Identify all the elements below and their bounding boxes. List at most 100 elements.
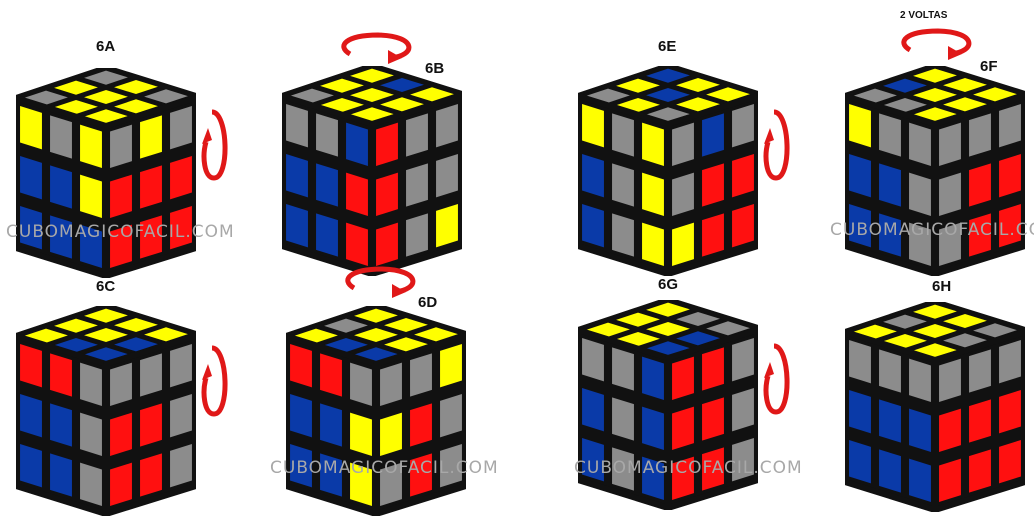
step-label-6c: 6C [96, 278, 115, 295]
right-sticker [406, 113, 428, 156]
right-sticker [732, 204, 754, 247]
right-sticker [410, 353, 432, 396]
right-sticker [672, 223, 694, 266]
step-label-6a: 6A [96, 38, 115, 55]
left-sticker [290, 344, 312, 387]
right-sticker [140, 403, 162, 446]
rotate-vertical-arrow-icon [758, 100, 798, 190]
right-sticker [440, 344, 462, 387]
right-sticker [732, 388, 754, 431]
right-sticker [939, 173, 961, 216]
step-label-6e: 6E [658, 38, 676, 55]
two-turns-label: 2 VOLTAS [900, 10, 947, 21]
left-sticker [80, 363, 102, 406]
right-sticker [702, 113, 724, 156]
right-sticker [110, 175, 132, 218]
right-sticker [969, 113, 991, 156]
left-sticker [346, 123, 368, 166]
left-sticker [612, 113, 634, 156]
left-sticker [316, 163, 338, 206]
left-sticker [642, 223, 664, 266]
rotate-horizontal-arrow-icon [332, 28, 422, 64]
step-label-6g: 6G [658, 276, 678, 293]
left-sticker [50, 165, 72, 208]
left-sticker [879, 449, 901, 492]
right-sticker [999, 154, 1021, 197]
left-sticker [20, 106, 42, 149]
right-sticker [380, 363, 402, 406]
right-sticker [969, 399, 991, 442]
right-sticker [170, 394, 192, 437]
left-sticker [642, 123, 664, 166]
cube-6c [16, 306, 196, 516]
right-sticker [732, 154, 754, 197]
left-sticker [642, 407, 664, 450]
left-sticker [612, 163, 634, 206]
right-sticker [672, 123, 694, 166]
left-sticker [909, 173, 931, 216]
left-sticker [80, 463, 102, 506]
right-sticker [999, 104, 1021, 147]
right-sticker [170, 106, 192, 149]
cube-6f [845, 66, 1025, 276]
right-sticker [436, 104, 458, 147]
right-sticker [939, 123, 961, 166]
right-sticker [110, 125, 132, 168]
right-sticker [732, 338, 754, 381]
rotate-horizontal-arrow-icon [336, 262, 426, 298]
cube-6d [286, 306, 466, 516]
left-sticker [582, 154, 604, 197]
right-sticker [170, 344, 192, 387]
rotate-vertical-arrow-icon [196, 336, 236, 426]
right-sticker [702, 397, 724, 440]
left-sticker [80, 413, 102, 456]
right-sticker [732, 104, 754, 147]
left-sticker [642, 357, 664, 400]
watermark: CUBOMAGICOFACIL.COM [830, 220, 1034, 240]
right-sticker [140, 353, 162, 396]
left-sticker [582, 204, 604, 247]
left-sticker [849, 390, 871, 433]
right-sticker [406, 213, 428, 256]
right-sticker [999, 390, 1021, 433]
right-sticker [939, 359, 961, 402]
left-sticker [350, 413, 372, 456]
watermark: CUBOMAGICOFACIL.COM [6, 222, 235, 242]
left-sticker [346, 223, 368, 266]
right-sticker [380, 413, 402, 456]
right-sticker [969, 349, 991, 392]
right-sticker [969, 163, 991, 206]
right-sticker [702, 163, 724, 206]
right-sticker [410, 403, 432, 446]
left-sticker [612, 213, 634, 256]
left-sticker [320, 353, 342, 396]
left-sticker [80, 125, 102, 168]
right-sticker [672, 357, 694, 400]
left-sticker [286, 104, 308, 147]
left-sticker [909, 459, 931, 502]
right-sticker [436, 154, 458, 197]
left-sticker [879, 399, 901, 442]
right-sticker [702, 213, 724, 256]
right-sticker [999, 440, 1021, 483]
left-sticker [909, 409, 931, 452]
left-sticker [350, 363, 372, 406]
left-sticker [286, 204, 308, 247]
cube-6g [578, 300, 758, 510]
right-sticker [939, 459, 961, 502]
right-sticker [436, 204, 458, 247]
left-sticker [612, 397, 634, 440]
left-sticker [909, 123, 931, 166]
cube-6a [16, 68, 196, 278]
right-sticker [440, 394, 462, 437]
right-sticker [110, 463, 132, 506]
left-sticker [849, 104, 871, 147]
cube-6h [845, 302, 1025, 512]
right-sticker [969, 449, 991, 492]
left-sticker [316, 213, 338, 256]
right-sticker [170, 444, 192, 487]
left-sticker [320, 403, 342, 446]
step-label-6h: 6H [932, 278, 951, 295]
rotate-vertical-arrow-icon [758, 334, 798, 424]
right-sticker [140, 453, 162, 496]
